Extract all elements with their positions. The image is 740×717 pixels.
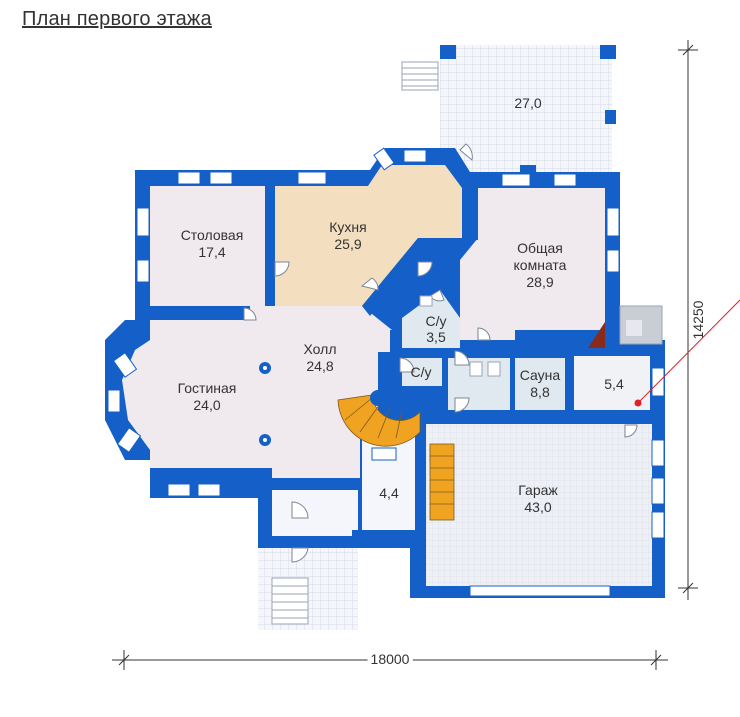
room-name-dining: Столовая bbox=[181, 227, 244, 243]
room-area-common: 28,9 bbox=[526, 274, 553, 290]
room-area-kitchen: 25,9 bbox=[334, 236, 361, 252]
dimension-depth bbox=[678, 40, 698, 600]
room-name-common-line2: комната bbox=[514, 257, 567, 273]
dimension-depth-label: 14250 bbox=[690, 300, 706, 339]
room-labels: Столовая 17,4 Кухня 25,9 Общая комната 2… bbox=[178, 95, 624, 515]
interior-walls bbox=[150, 186, 665, 598]
kitchen-floor bbox=[275, 165, 462, 306]
terrace-steps bbox=[401, 61, 439, 91]
room-area-garage: 43,0 bbox=[524, 499, 551, 515]
columns bbox=[259, 362, 271, 446]
room-area-utility: 5,4 bbox=[604, 376, 624, 392]
room-area-wc-1: 3,5 bbox=[426, 329, 446, 345]
dining-floor bbox=[150, 186, 265, 306]
room-floors bbox=[122, 165, 652, 586]
entrance-porch bbox=[258, 548, 358, 630]
dimension-width bbox=[112, 650, 668, 670]
vestibule-floor bbox=[272, 490, 358, 536]
room-name-wc-2: С/у bbox=[411, 364, 432, 380]
fixtures bbox=[419, 295, 501, 377]
room-area-terrace: 27,0 bbox=[514, 95, 541, 111]
spiral-stair bbox=[337, 390, 421, 447]
sauna-floor bbox=[515, 358, 565, 410]
room-name-sauna: Сауна bbox=[520, 367, 561, 383]
room-name-living: Гостиная bbox=[178, 380, 237, 396]
porch-steps bbox=[271, 577, 309, 625]
room-name-wc-1: С/у bbox=[426, 313, 447, 329]
common-room-floor bbox=[460, 188, 605, 340]
doors bbox=[243, 143, 638, 563]
room-name-common-line1: Общая bbox=[517, 240, 563, 256]
room-area-sauna: 8,8 bbox=[530, 384, 550, 400]
dimension-width-label: 18000 bbox=[371, 651, 410, 667]
marker-pointer bbox=[634, 299, 740, 407]
fireplace bbox=[588, 305, 663, 348]
page-title: План первого этажа bbox=[22, 8, 212, 30]
room-name-hall: Холл bbox=[304, 341, 337, 357]
room-name-kitchen: Кухня bbox=[329, 219, 366, 235]
windows bbox=[107, 147, 665, 597]
hall-floor bbox=[122, 306, 392, 478]
room-area-living: 24,0 bbox=[193, 397, 220, 413]
room-area-stair-hall: 4,4 bbox=[379, 485, 399, 501]
room-name-garage: Гараж bbox=[518, 482, 558, 498]
straight-stair bbox=[429, 443, 455, 521]
wc-1-floor bbox=[402, 290, 460, 348]
room-area-dining: 17,4 bbox=[198, 244, 225, 260]
room-area-hall: 24,8 bbox=[306, 358, 333, 374]
garage-floor bbox=[426, 424, 652, 586]
